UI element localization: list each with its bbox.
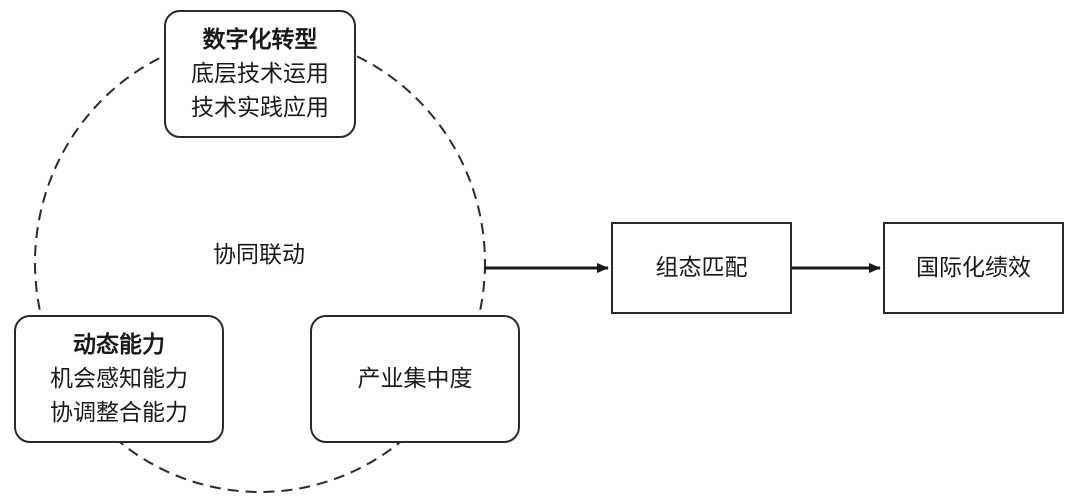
configuration-match-label: 组态匹配 (655, 255, 748, 281)
dynamic-item-0: 机会感知能力 (50, 366, 188, 392)
dynamic-capability-box: 动态能力 机会感知能力 协调整合能力 (14, 315, 224, 443)
industry-concentration-label: 产业集中度 (357, 366, 473, 392)
industry-concentration-box: 产业集中度 (310, 315, 520, 443)
synergy-label: 协同联动 (213, 242, 305, 268)
digital-transformation-title: 数字化转型 (202, 27, 318, 53)
digital-transformation-box: 数字化转型 底层技术运用 技术实践应用 (164, 10, 356, 138)
international-performance-box: 国际化绩效 (883, 222, 1064, 314)
dynamic-item-1: 协调整合能力 (50, 400, 188, 426)
configuration-match-box: 组态匹配 (611, 222, 792, 314)
dynamic-capability-title: 动态能力 (73, 332, 165, 358)
digital-item-1: 技术实践应用 (191, 95, 329, 121)
digital-item-0: 底层技术运用 (191, 61, 329, 87)
international-performance-label: 国际化绩效 (916, 255, 1031, 281)
